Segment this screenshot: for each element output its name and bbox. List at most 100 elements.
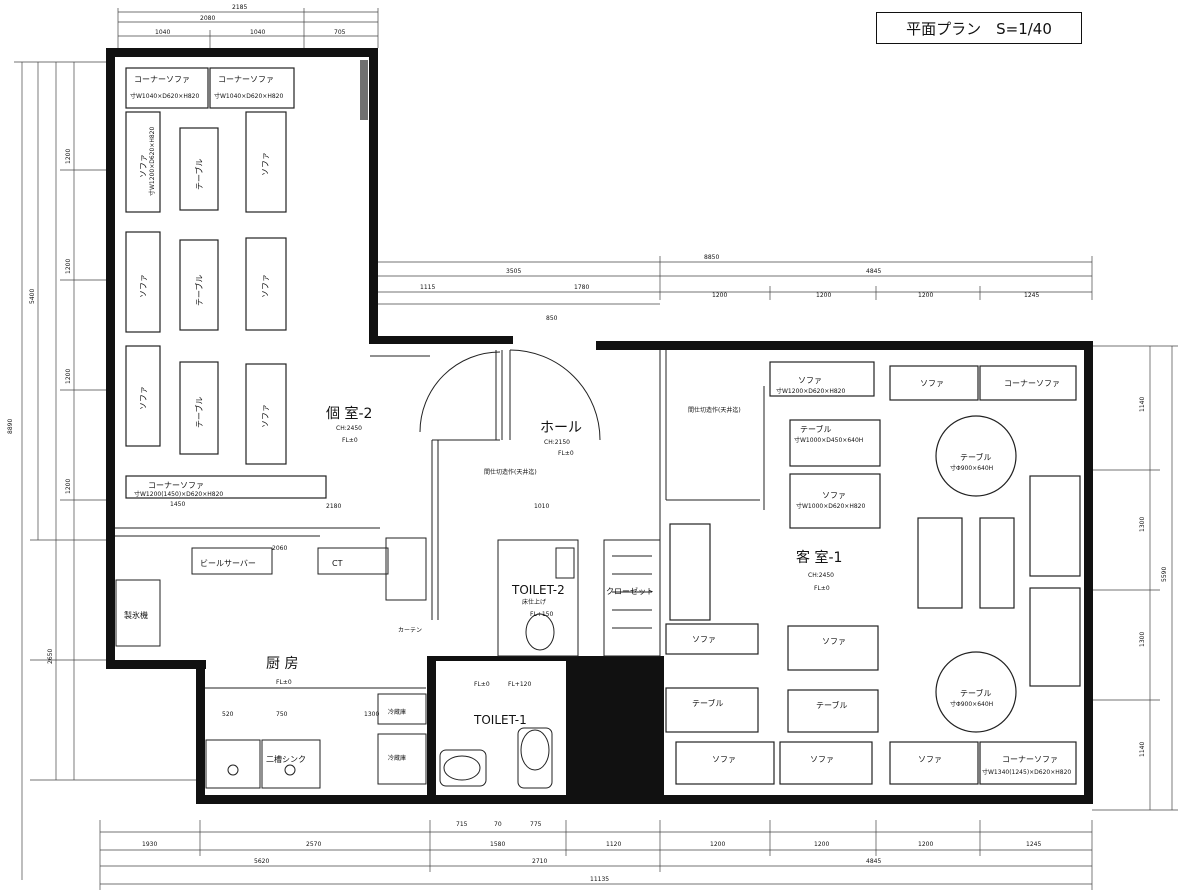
dim-bot-2: 2570 bbox=[306, 841, 321, 848]
dim-right-2: 1300 bbox=[1139, 517, 1146, 532]
room-toilet1: TOILET-1 bbox=[473, 713, 527, 727]
sofa-l3 bbox=[125, 345, 161, 447]
dim-bot-8: 1245 bbox=[1026, 841, 1041, 848]
dim-top-a: 2080 bbox=[200, 15, 215, 22]
label-table-g1: テーブル bbox=[800, 424, 832, 434]
spec-sofa-l1: 寸W1200×D620×H820 bbox=[148, 127, 156, 196]
dim-wall-seg: 1450 bbox=[170, 501, 185, 508]
label-table-l1: テーブル bbox=[194, 158, 204, 190]
interior-lines bbox=[115, 349, 765, 789]
label-sofa-g3: ソファ bbox=[822, 491, 846, 500]
spec-corner-left: 寸W1200(1450)×D620×H820 bbox=[134, 490, 223, 498]
label-sofa-g5: ソファ bbox=[822, 637, 846, 646]
table-l1 bbox=[179, 127, 219, 211]
dim-door-w: 850 bbox=[546, 315, 558, 322]
label-sofa-r2: ソファ bbox=[261, 274, 270, 298]
room-closet: クローゼット bbox=[606, 586, 654, 596]
dim-mid-5: 1200 bbox=[918, 292, 933, 299]
room-toilet1-fl-b: FL+120 bbox=[508, 681, 531, 688]
label-fridge-2: 冷蔵庫 bbox=[388, 754, 406, 762]
spec-corner-2: 寸W1040×D620×H820 bbox=[214, 92, 283, 100]
label-table-round1: テーブル bbox=[960, 452, 992, 462]
dim-bot-total: 11135 bbox=[590, 876, 609, 883]
label-sofa-l1: ソファ bbox=[139, 154, 148, 178]
corner-sofa-bottom bbox=[125, 475, 327, 499]
dim-mid-6: 1245 bbox=[1024, 292, 1039, 299]
spec-sofa-g3: 寸W1000×D620×H820 bbox=[796, 502, 865, 510]
label-corner-sofa-1: コーナーソファ bbox=[134, 75, 190, 84]
spec-table-round1: 寸Φ900×640H bbox=[950, 464, 993, 472]
table-l3 bbox=[179, 361, 219, 455]
dim-bot-3: 1580 bbox=[490, 841, 505, 848]
label-sofa-g4: ソファ bbox=[692, 635, 716, 644]
sofa-l2 bbox=[125, 231, 161, 333]
dim-left-2: 1200 bbox=[65, 259, 72, 274]
room-hall: ホール bbox=[540, 420, 582, 436]
dim-bot-5: 1200 bbox=[710, 841, 725, 848]
label-sofa-b1: ソファ bbox=[712, 755, 736, 764]
dim-kitchen-w3: 1300 bbox=[364, 711, 379, 718]
dimension-lines bbox=[14, 8, 1178, 890]
spec-corner-bottom: 寸W1340(1245)×D620×H820 bbox=[982, 768, 1071, 776]
sofa-r2 bbox=[245, 237, 287, 331]
sofa-l1 bbox=[125, 111, 161, 213]
dim-hall-w: 1010 bbox=[534, 503, 549, 510]
label-sofa-l3: ソファ bbox=[139, 386, 148, 410]
dim-bot-6: 1200 bbox=[814, 841, 829, 848]
furniture-labels: コーナーソファ 寸W1040×D620×H820 コーナーソファ 寸W1040×… bbox=[130, 75, 1071, 776]
dim-toilet-w1: 715 bbox=[456, 821, 468, 828]
dim-corridor: 2180 bbox=[326, 503, 341, 510]
furniture-private2 bbox=[125, 67, 327, 499]
dim-left-b: 2650 bbox=[47, 649, 54, 664]
room-toilet2-sub: 床仕上げ bbox=[522, 598, 546, 606]
label-corner-sofa-2: コーナーソファ bbox=[218, 75, 274, 84]
table-l2 bbox=[179, 239, 219, 331]
label-sofa-g2: ソファ bbox=[920, 379, 944, 388]
label-corner-sofa-bottom: コーナーソファ bbox=[148, 481, 204, 490]
dim-kitchen-w2: 750 bbox=[276, 711, 288, 718]
label-double-sink: 二槽シンク bbox=[266, 754, 306, 764]
dim-right-total: 5590 bbox=[1161, 567, 1168, 582]
spec-table-g1: 寸W1000×D450×640H bbox=[794, 436, 863, 444]
dim-left-1: 1200 bbox=[65, 149, 72, 164]
room-hall-ch: CH:2150 bbox=[544, 439, 570, 446]
room-private2-ch: CH:2450 bbox=[336, 425, 362, 432]
room-private2-fl: FL±0 bbox=[342, 437, 358, 444]
spec-sofa-g1: 寸W1200×D620×H820 bbox=[776, 387, 845, 395]
dim-toilet-w2: 70 bbox=[494, 821, 502, 828]
furniture-guest1 bbox=[665, 361, 1081, 785]
exterior-walls bbox=[106, 48, 1093, 804]
misc-labels: ビールサーバー CT 製氷機 二槽シンク 冷蔵庫 冷蔵庫 カーテン 間仕切造作(… bbox=[124, 406, 741, 764]
dim-left-total: 8890 bbox=[7, 419, 14, 434]
label-ceiling-note-1: 間仕切造作(天井迄) bbox=[484, 468, 537, 476]
dim-bot-7: 1200 bbox=[918, 841, 933, 848]
dim-mid-a: 3505 bbox=[506, 268, 521, 275]
dim-top-c: 705 bbox=[334, 29, 346, 36]
dimension-texts: 2185 2080 1040 1040 705 8850 3505 4845 1… bbox=[7, 4, 1168, 883]
dim-kitchen-w1: 520 bbox=[222, 711, 234, 718]
room-labels: 個 室-2 CH:2450 FL±0 ホール CH:2150 FL±0 客 室-… bbox=[266, 405, 842, 727]
room-toilet1-fl-a: FL±0 bbox=[474, 681, 490, 688]
dim-mid-4: 1200 bbox=[816, 292, 831, 299]
label-ceiling-note-2: 間仕切造作(天井迄) bbox=[688, 406, 741, 414]
label-table-l2: テーブル bbox=[194, 274, 204, 306]
label-sofa-r1: ソファ bbox=[261, 152, 270, 176]
label-ct: CT bbox=[332, 559, 343, 568]
dim-top-total: 2185 bbox=[232, 4, 247, 11]
label-fridge-1: 冷蔵庫 bbox=[388, 708, 406, 716]
label-sofa-b2: ソファ bbox=[810, 755, 834, 764]
dim-mid-total: 8850 bbox=[704, 254, 719, 261]
spec-corner-1: 寸W1040×D620×H820 bbox=[130, 92, 199, 100]
dim-toilet-w3: 775 bbox=[530, 821, 542, 828]
plan-title: 平面プラン S=1/40 bbox=[876, 12, 1082, 44]
dim-right-3: 1300 bbox=[1139, 632, 1146, 647]
room-guest1-ch: CH:2450 bbox=[808, 572, 834, 579]
dim-left-3: 1200 bbox=[65, 369, 72, 384]
room-kitchen: 厨 房 bbox=[266, 656, 298, 672]
corner-sofa-2 bbox=[209, 67, 295, 109]
dim-mid-3: 1200 bbox=[712, 292, 727, 299]
label-curtain: カーテン bbox=[398, 627, 422, 634]
sofa-r1 bbox=[245, 111, 287, 213]
dim-right-1: 1140 bbox=[1139, 397, 1146, 412]
sofa-r3 bbox=[245, 363, 287, 465]
